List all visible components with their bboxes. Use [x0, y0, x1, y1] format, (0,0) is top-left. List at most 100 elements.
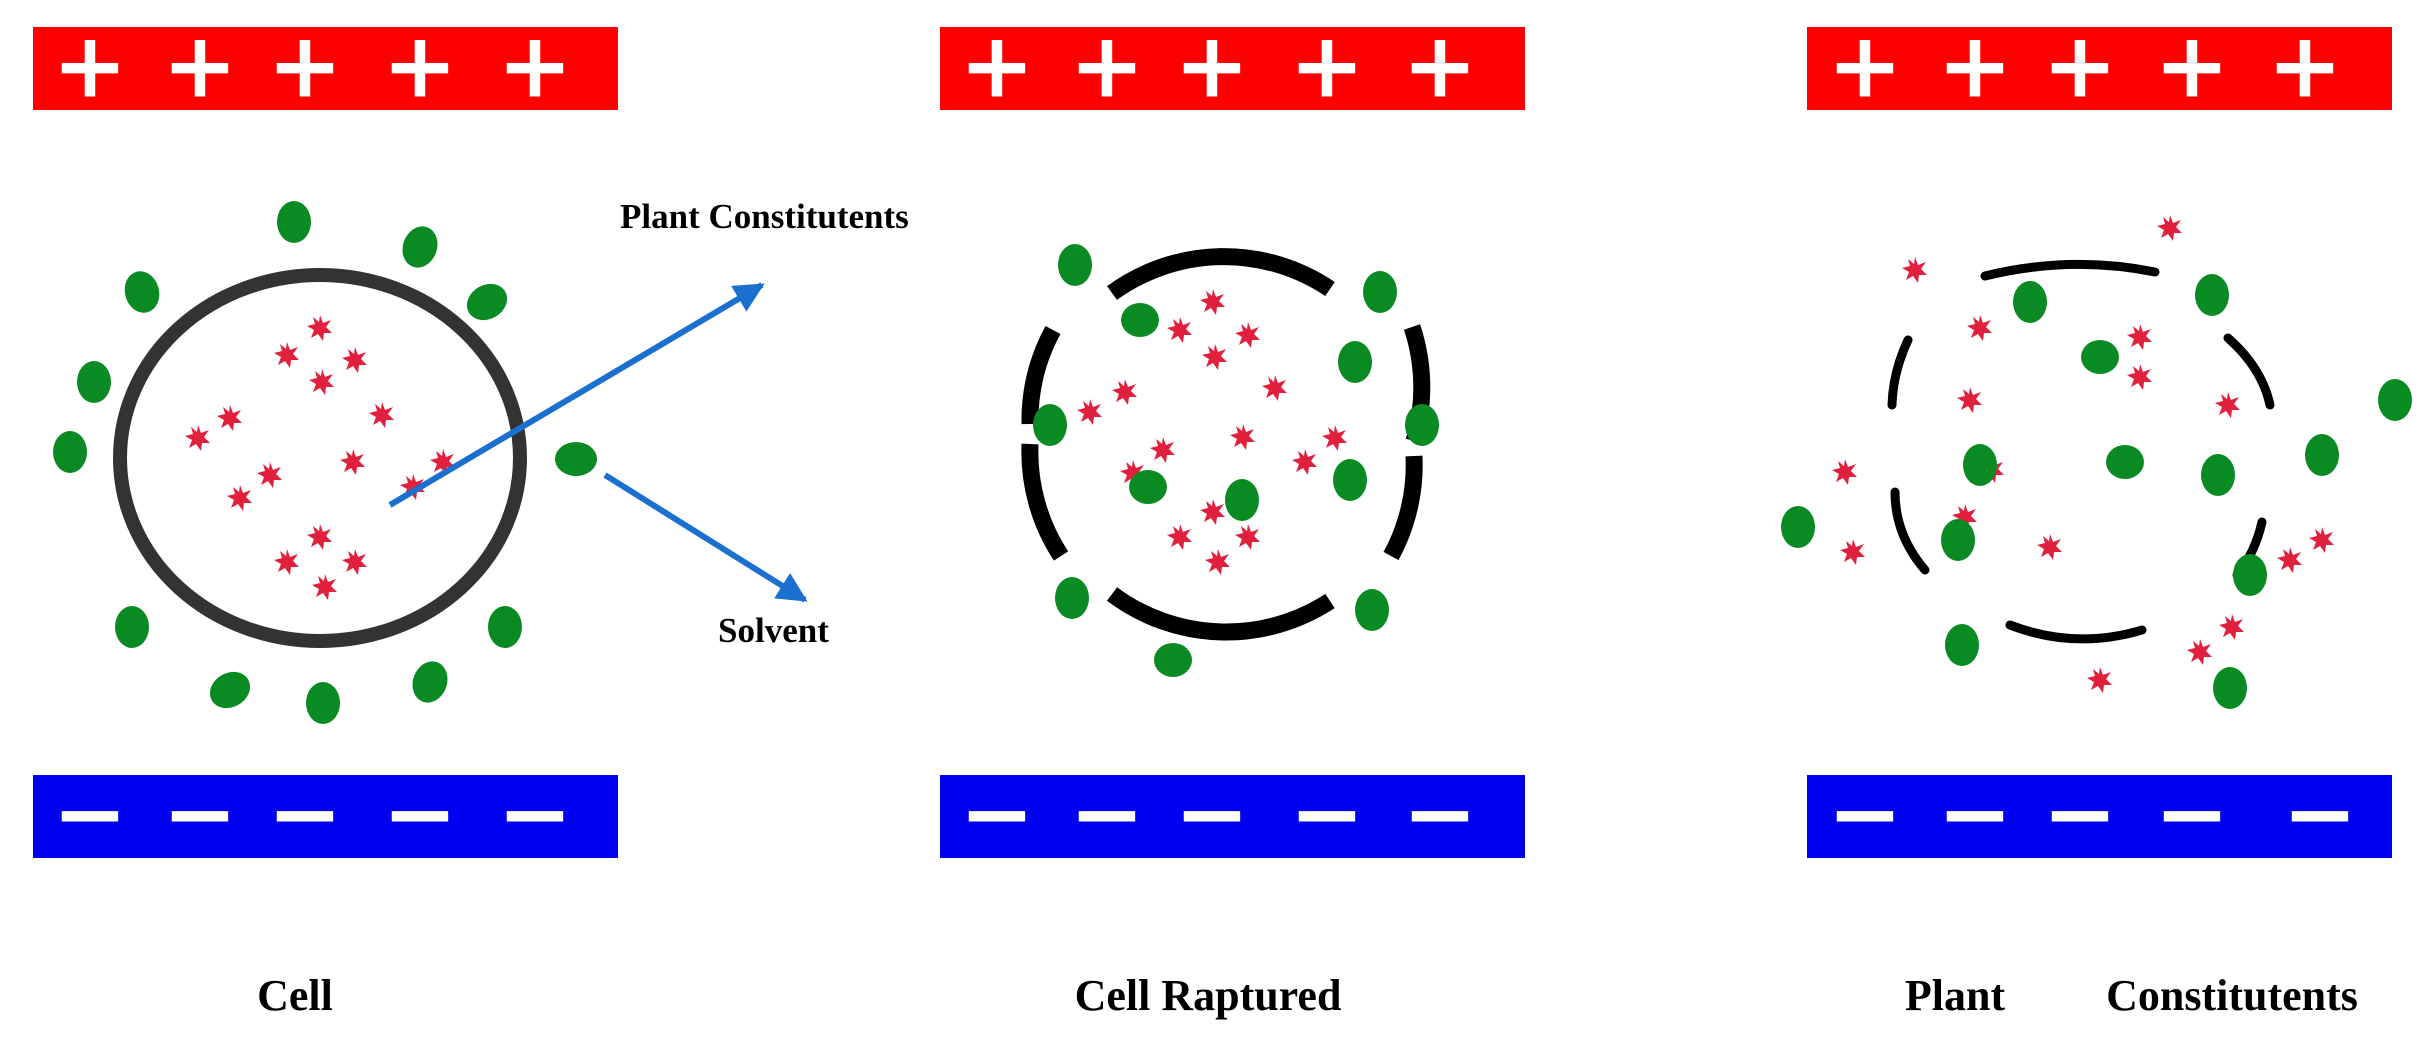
plus-sign: + — [267, 14, 342, 119]
constituent-particle — [2219, 614, 2244, 640]
solvent-label: Solvent — [718, 611, 829, 650]
minus-sign: − — [52, 762, 127, 867]
solvent-particle — [488, 606, 522, 648]
solvent-particle — [2013, 281, 2047, 323]
constituent-particle — [1902, 257, 1927, 283]
constituent-particle — [1967, 315, 1992, 341]
solvent-particle — [2233, 554, 2267, 596]
constituent-particle — [1957, 387, 1982, 413]
constituent-particle — [1235, 524, 1260, 550]
solvent-particle — [53, 431, 87, 473]
constituent-particle — [312, 574, 337, 600]
solvent-particle — [1338, 341, 1372, 383]
solvent-group — [1033, 244, 1439, 677]
minus-sign: − — [959, 762, 1034, 867]
constituent-particle — [1200, 289, 1225, 315]
panel-caption: Cell Raptured — [1075, 971, 1342, 1020]
plus-sign: + — [1827, 14, 1902, 119]
negative-sign-row: − − − − − — [1827, 762, 2357, 867]
negative-plate — [33, 775, 618, 858]
constituent-particle — [1230, 424, 1255, 450]
constituent-particle — [227, 485, 252, 511]
minus-sign: − — [1289, 762, 1364, 867]
negative-plate — [1807, 775, 2392, 858]
solvent-particle — [402, 226, 438, 268]
solvent-particle — [466, 283, 508, 321]
solvent-particle — [1129, 470, 1167, 504]
constituent-particle — [1167, 317, 1192, 343]
positive-plate — [1807, 27, 2392, 110]
constituent-particle — [307, 524, 332, 550]
panel-constituents-released: + + + + + — [1781, 14, 2412, 1020]
solvent-particle — [2195, 274, 2229, 316]
plus-sign: + — [382, 14, 457, 119]
positive-sign-row: + + + + + — [959, 14, 1477, 119]
constituent-particle — [185, 425, 210, 451]
minus-sign: − — [1069, 762, 1144, 867]
panel-caption: Cell — [257, 971, 333, 1020]
constituent-group — [1077, 289, 1347, 575]
ruptured-cell-wall — [1021, 248, 1431, 641]
wall-fragment — [1106, 587, 1335, 641]
minus-sign: − — [2282, 762, 2357, 867]
solvent-particle — [1945, 624, 1979, 666]
minus-sign: − — [267, 762, 342, 867]
constituent-particle — [2037, 534, 2062, 560]
solvent-particle — [2213, 667, 2247, 709]
constituent-group — [1832, 215, 2334, 693]
wall-fragment — [1021, 325, 1061, 425]
broken-cell-wall — [1887, 259, 2275, 644]
solvent-particle — [124, 271, 160, 313]
minus-sign: − — [2154, 762, 2229, 867]
constituent-particle — [1202, 344, 1227, 370]
constituent-particle — [2127, 364, 2152, 390]
solvent-particle — [1333, 459, 1367, 501]
constituent-particle — [1840, 539, 1865, 565]
minus-sign: − — [1827, 762, 1902, 867]
panel-cell-ruptured: + + + + + — [940, 14, 1525, 1020]
constituent-group — [185, 315, 455, 600]
minus-sign: − — [1937, 762, 2012, 867]
constituent-particle — [309, 369, 334, 395]
constituents-arrow — [388, 282, 765, 508]
constituent-particle — [1150, 437, 1175, 463]
solvent-particle — [2106, 445, 2144, 479]
panel-caption-word-1: Plant — [1905, 971, 2006, 1020]
annotations: Plant Constitutents Solvent — [388, 197, 909, 650]
solvent-particle — [277, 201, 311, 243]
negative-plate — [940, 775, 1525, 858]
solvent-group — [1781, 274, 2412, 709]
plus-sign: + — [162, 14, 237, 119]
solvent-particle — [1781, 506, 1815, 548]
constituent-particle — [1167, 524, 1192, 550]
constituent-particle — [1292, 449, 1317, 475]
constituent-particle — [274, 342, 299, 368]
solvent-particle — [2081, 340, 2119, 374]
plus-sign: + — [1069, 14, 1144, 119]
positive-sign-row: + + + + + — [52, 14, 572, 119]
constituent-particle — [2309, 527, 2334, 553]
solvent-particle — [412, 661, 448, 703]
constituent-particle — [274, 549, 299, 575]
constituent-particle — [1200, 499, 1225, 525]
solvent-particle — [1405, 404, 1439, 446]
minus-sign: − — [382, 762, 457, 867]
constituent-particle — [1205, 549, 1230, 575]
negative-sign-row: − − − − − — [959, 762, 1477, 867]
minus-sign: − — [497, 762, 572, 867]
constituent-particle — [2087, 667, 2112, 693]
solvent-particle — [115, 606, 149, 648]
wall-fragment — [1383, 455, 1423, 561]
positive-sign-row: + + + + + — [1827, 14, 2342, 119]
constituent-particle — [1235, 322, 1260, 348]
constituent-particle — [307, 315, 332, 341]
minus-sign: − — [1402, 762, 1477, 867]
wall-fragment — [2223, 333, 2275, 410]
plus-sign: + — [2154, 14, 2229, 119]
plus-sign: + — [1402, 14, 1477, 119]
plus-sign: + — [52, 14, 127, 119]
negative-sign-row: − − − − − — [52, 762, 572, 867]
plus-sign: + — [497, 14, 572, 119]
minus-sign: − — [1174, 762, 1249, 867]
